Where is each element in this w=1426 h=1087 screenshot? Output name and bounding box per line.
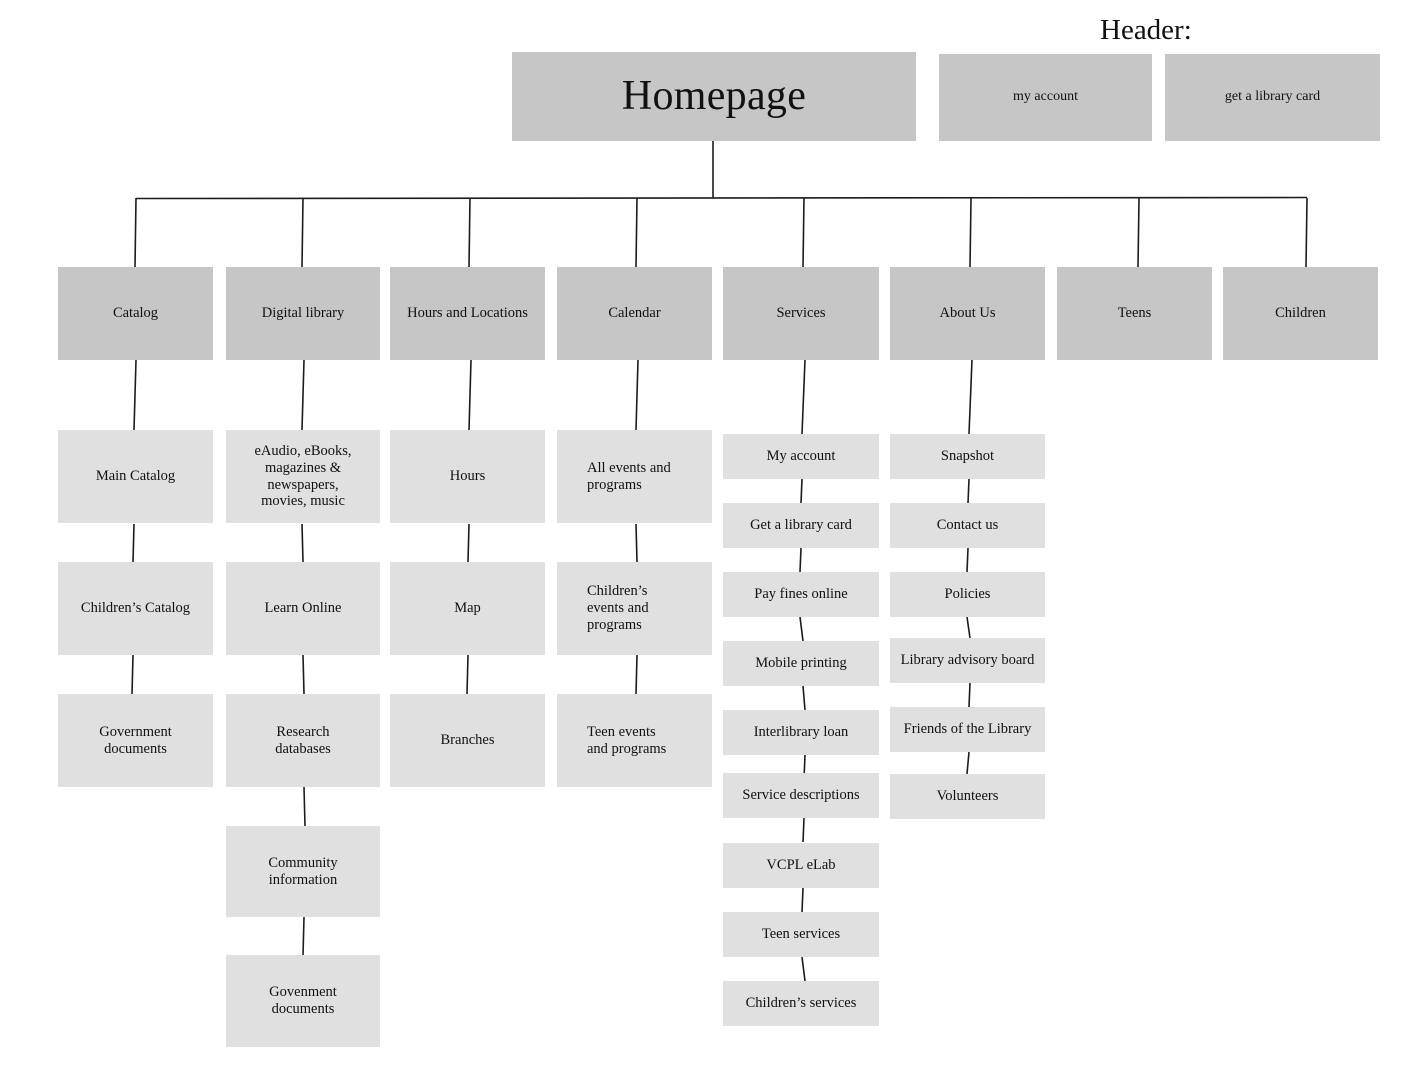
node-catalog[interactable]: Catalog — [58, 267, 213, 360]
node-about-us[interactable]: About Us — [890, 267, 1045, 360]
node-header-my-account[interactable]: my account — [939, 54, 1152, 141]
header-label: Header: — [1100, 14, 1192, 46]
node-hours-and-locations[interactable]: Hours and Locations — [390, 267, 545, 360]
node-eaudio-ebooks-magazines[interactable]: eAudio, eBooks, magazines & newspapers, … — [226, 430, 380, 523]
node-learn-online[interactable]: Learn Online — [226, 562, 380, 655]
node-interlibrary-loan[interactable]: Interlibrary loan — [723, 710, 879, 755]
node-service-descriptions[interactable]: Service descriptions — [723, 773, 879, 818]
node-pay-fines-online[interactable]: Pay fines online — [723, 572, 879, 617]
node-volunteers[interactable]: Volunteers — [890, 774, 1045, 819]
node-hours[interactable]: Hours — [390, 430, 545, 523]
node-govenment-documents-digital[interactable]: Govenment documents — [226, 955, 380, 1047]
node-digital-library[interactable]: Digital library — [226, 267, 380, 360]
node-my-account[interactable]: My account — [723, 434, 879, 479]
node-community-information[interactable]: Community information — [226, 826, 380, 917]
node-calendar[interactable]: Calendar — [557, 267, 712, 360]
node-contact-us[interactable]: Contact us — [890, 503, 1045, 548]
node-main-catalog[interactable]: Main Catalog — [58, 430, 213, 523]
node-teens[interactable]: Teens — [1057, 267, 1212, 360]
node-research-databases[interactable]: Research databases — [226, 694, 380, 787]
node-childrens-events-and-programs[interactable]: Children’s events and programs — [557, 562, 712, 655]
node-map[interactable]: Map — [390, 562, 545, 655]
node-branches[interactable]: Branches — [390, 694, 545, 787]
node-friends-of-the-library[interactable]: Friends of the Library — [890, 707, 1045, 752]
node-childrens-services[interactable]: Children’s services — [723, 981, 879, 1026]
node-childrens-catalog[interactable]: Children’s Catalog — [58, 562, 213, 655]
node-get-a-library-card[interactable]: Get a library card — [723, 503, 879, 548]
node-vcpl-elab[interactable]: VCPL eLab — [723, 843, 879, 888]
node-services[interactable]: Services — [723, 267, 879, 360]
node-teen-services[interactable]: Teen services — [723, 912, 879, 957]
node-homepage[interactable]: Homepage — [512, 52, 916, 141]
node-teen-events-and-programs[interactable]: Teen events and programs — [557, 694, 712, 787]
node-policies[interactable]: Policies — [890, 572, 1045, 617]
node-header-get-a-library-card[interactable]: get a library card — [1165, 54, 1380, 141]
node-all-events-and-programs[interactable]: All events and programs — [557, 430, 712, 523]
node-children[interactable]: Children — [1223, 267, 1378, 360]
node-library-advisory-board[interactable]: Library advisory board — [890, 638, 1045, 683]
node-mobile-printing[interactable]: Mobile printing — [723, 641, 879, 686]
node-government-documents-catalog[interactable]: Government documents — [58, 694, 213, 787]
node-snapshot[interactable]: Snapshot — [890, 434, 1045, 479]
